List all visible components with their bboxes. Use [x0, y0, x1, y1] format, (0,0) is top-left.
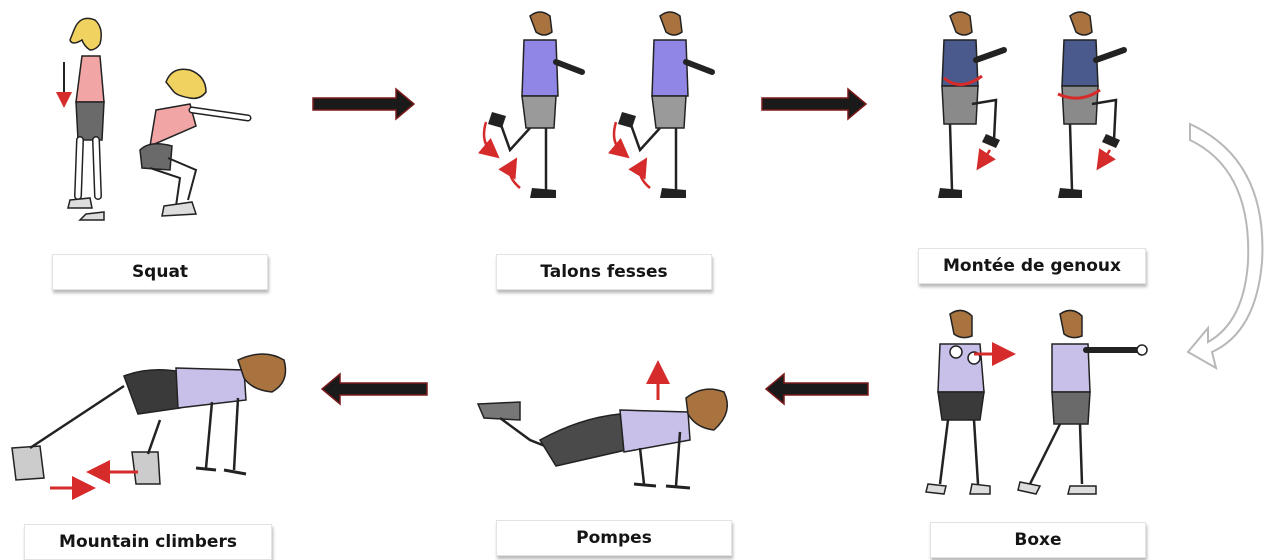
- exercise-label-squat: Squat: [52, 254, 268, 290]
- genoux-figure-1: [938, 12, 1004, 198]
- exercise-label-talons-fesses: Talons fesses: [496, 254, 712, 290]
- flow-arrow-talons-to-genoux: [762, 89, 866, 119]
- squat-standing-figure: [68, 18, 104, 220]
- curved-loop-arrow-icon: [1188, 124, 1262, 368]
- talons-fesses-illustration: [484, 12, 712, 198]
- boxe-illustration: [926, 310, 1147, 494]
- squat-illustration: [64, 18, 248, 220]
- flow-arrow-boxe-to-pompes: [766, 374, 868, 404]
- boxe-figure-2: [1018, 310, 1147, 494]
- pompes-illustration: [478, 372, 727, 488]
- exercise-label-mountain-climbers: Mountain climbers: [24, 524, 272, 560]
- genoux-figure-2: [1058, 12, 1124, 198]
- exercise-label-pompes: Pompes: [496, 520, 732, 556]
- flow-arrow-pompes-to-mountain: [322, 374, 427, 404]
- exercise-label-boxe: Boxe: [930, 522, 1146, 558]
- talons-figure-1: [484, 12, 582, 198]
- boxe-figure-1: [926, 310, 1004, 494]
- montee-genoux-illustration: [938, 12, 1124, 198]
- mountain-climbers-illustration: [12, 354, 286, 488]
- talons-figure-2: [614, 12, 712, 198]
- flow-arrow-squat-to-talons: [313, 89, 414, 119]
- exercise-label-montee-de-genoux: Montée de genoux: [918, 248, 1146, 284]
- squat-low-figure: [140, 69, 248, 216]
